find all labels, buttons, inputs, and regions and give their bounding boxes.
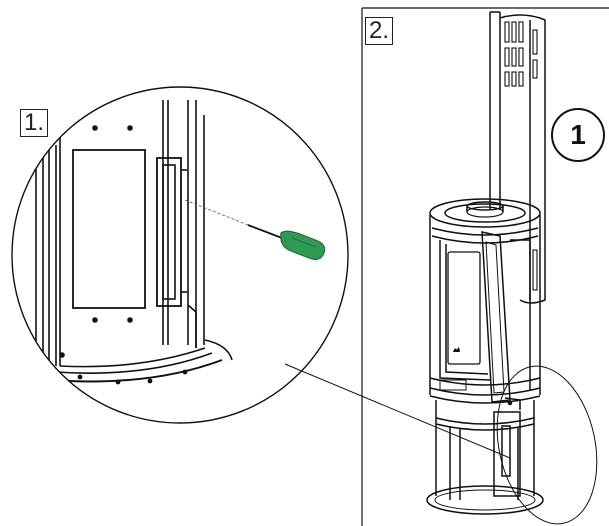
screwdriver-icon (247, 224, 326, 261)
step2-frame (361, 7, 609, 526)
detail-highlight-ellipse (496, 365, 598, 525)
zoom-leader-line (284, 363, 511, 459)
step-2-label: 2. (365, 17, 394, 45)
callout-number-1: 1 (551, 108, 605, 162)
zoom-detail (11, 86, 349, 424)
step-1-label: 1. (20, 109, 49, 137)
flame-icon (453, 347, 460, 352)
stove (426, 11, 546, 515)
